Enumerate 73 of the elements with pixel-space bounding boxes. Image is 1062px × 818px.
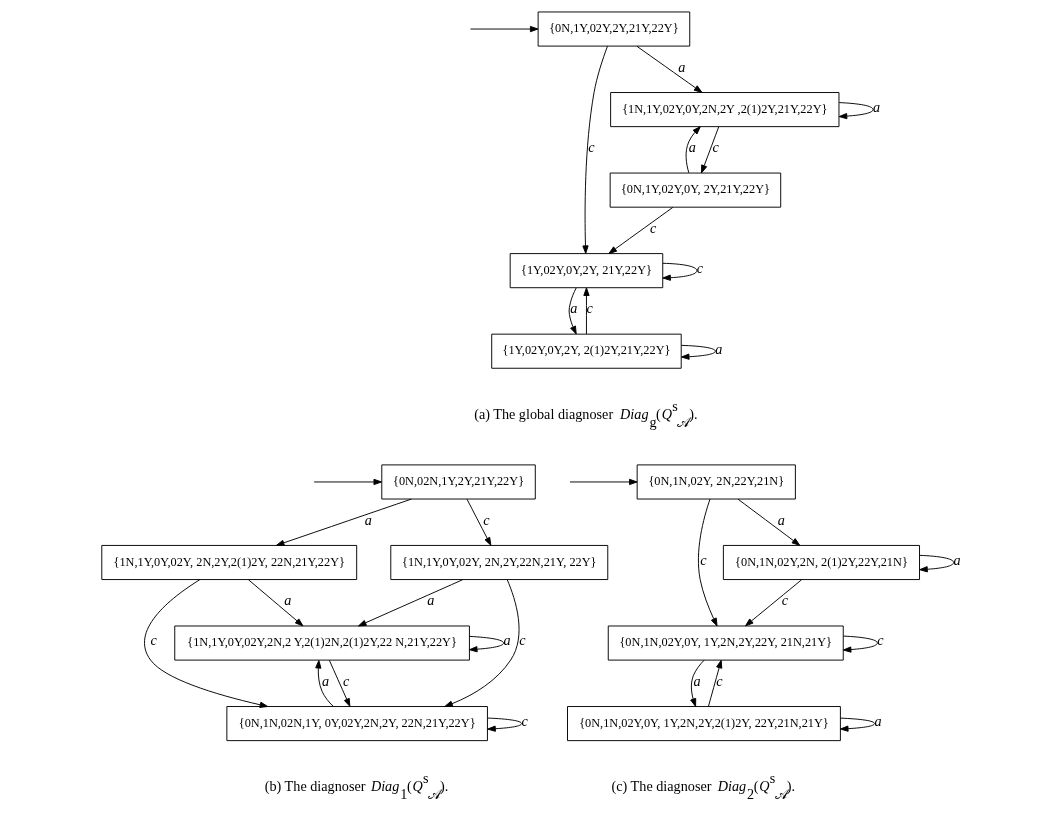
edge-label: c <box>699 551 706 568</box>
edge-label: c <box>876 632 884 649</box>
arrow <box>443 579 519 707</box>
node-box: {1N,1Y,0Y,02Y, 2N,2Y,22N,21Y, 22Y} <box>389 544 608 581</box>
edge-label: a <box>688 139 696 156</box>
arrow <box>661 262 697 281</box>
node-box: {0N,02N,1Y,2Y,21Y,22Y} <box>380 464 536 500</box>
arrow <box>357 579 463 627</box>
arrow <box>918 554 954 573</box>
node-box: {1Y,02Y,0Y,2Y, 21Y,22Y} <box>509 253 663 289</box>
arrow <box>143 579 268 708</box>
node-box: {1Y,02Y,0Y,2Y, 2(1)2Y,21Y,22Y} <box>490 333 682 369</box>
arrow <box>689 659 705 707</box>
arrow <box>582 287 590 335</box>
node-box: {1N,1Y,0Y,02Y,2N,2 Y,2(1)2N,2(1)2Y,22 N,21Y,22Y} <box>173 625 470 661</box>
edge-label: a <box>503 632 511 649</box>
edge-label: c <box>781 592 788 609</box>
edge-label: a <box>569 300 577 317</box>
arrow <box>313 478 382 486</box>
edge-label: a <box>953 551 961 568</box>
arrow <box>581 45 608 254</box>
edge-label: c <box>585 300 593 317</box>
edge-label: a <box>677 58 685 75</box>
node-box: {0N,1N,02Y, 2N,22Y,21N} <box>636 464 796 500</box>
edge-label: c <box>587 139 595 156</box>
arrow <box>466 498 491 546</box>
arrow <box>608 206 673 254</box>
node-box: {0N,1Y,02Y,0Y, 2Y,21Y,22Y} <box>609 172 781 208</box>
arrow <box>838 102 874 120</box>
arrow <box>842 635 878 653</box>
edge-label: a <box>693 672 701 689</box>
arrow <box>697 498 718 627</box>
edge-label: c <box>696 260 703 277</box>
edge-label: a <box>321 672 329 689</box>
edge-label: a <box>874 712 882 729</box>
arrow <box>685 126 701 174</box>
node-box: {0N,1N,02N,1Y, 0Y,02Y,2N,2Y, 22N,21Y,22Y} <box>225 706 488 742</box>
arrow <box>314 660 334 707</box>
edge-label: a <box>872 98 880 115</box>
node-box: {1N,1Y,02Y,0Y,2N,2Y ,2(1)2Y,21Y,22Y} <box>609 92 839 128</box>
arrow <box>680 344 716 360</box>
arrow <box>744 579 802 627</box>
arrow <box>635 45 702 93</box>
edge-label: c <box>649 219 656 236</box>
edge-label: c <box>521 712 528 729</box>
edge-label: c <box>150 632 157 649</box>
node-box: {0N,1N,02Y,0Y, 1Y,2N,2Y,22Y, 21N,21Y} <box>607 625 844 661</box>
edge-label: c <box>711 139 719 156</box>
arrow <box>468 635 504 653</box>
edge-label: c <box>715 672 723 689</box>
arrow <box>328 659 350 707</box>
edge-label: a <box>283 592 291 609</box>
node-box: {0N,1N,02Y,2N, 2(1)2Y,22Y,21N} <box>722 544 920 581</box>
edge-label: a <box>777 511 785 528</box>
node-box: {0N,1N,02Y,0Y, 1Y,2N,2Y,2(1)2Y, 22Y,21N,21Y} <box>566 706 841 742</box>
arrow <box>486 717 522 732</box>
arrow <box>737 498 800 546</box>
edge-label: c <box>482 511 489 528</box>
arrow <box>247 579 303 627</box>
arrow <box>275 498 412 546</box>
edge-label: a <box>714 340 722 357</box>
arrow <box>568 287 577 335</box>
edge-label: a <box>364 511 372 528</box>
arrow <box>700 126 719 174</box>
node-box: {1N,1Y,0Y,02Y, 2N,2Y,2(1)2Y, 22N,21Y,22Y} <box>100 544 357 581</box>
arrow <box>469 25 538 33</box>
arrow <box>839 717 875 732</box>
node-box: {0N,1Y,02Y,2Y,21Y,22Y} <box>537 11 690 47</box>
arrow <box>707 659 722 707</box>
edge-label: c <box>342 672 349 689</box>
arrow <box>569 478 638 486</box>
edge-label: a <box>426 592 434 609</box>
edge-label: c <box>518 632 525 649</box>
